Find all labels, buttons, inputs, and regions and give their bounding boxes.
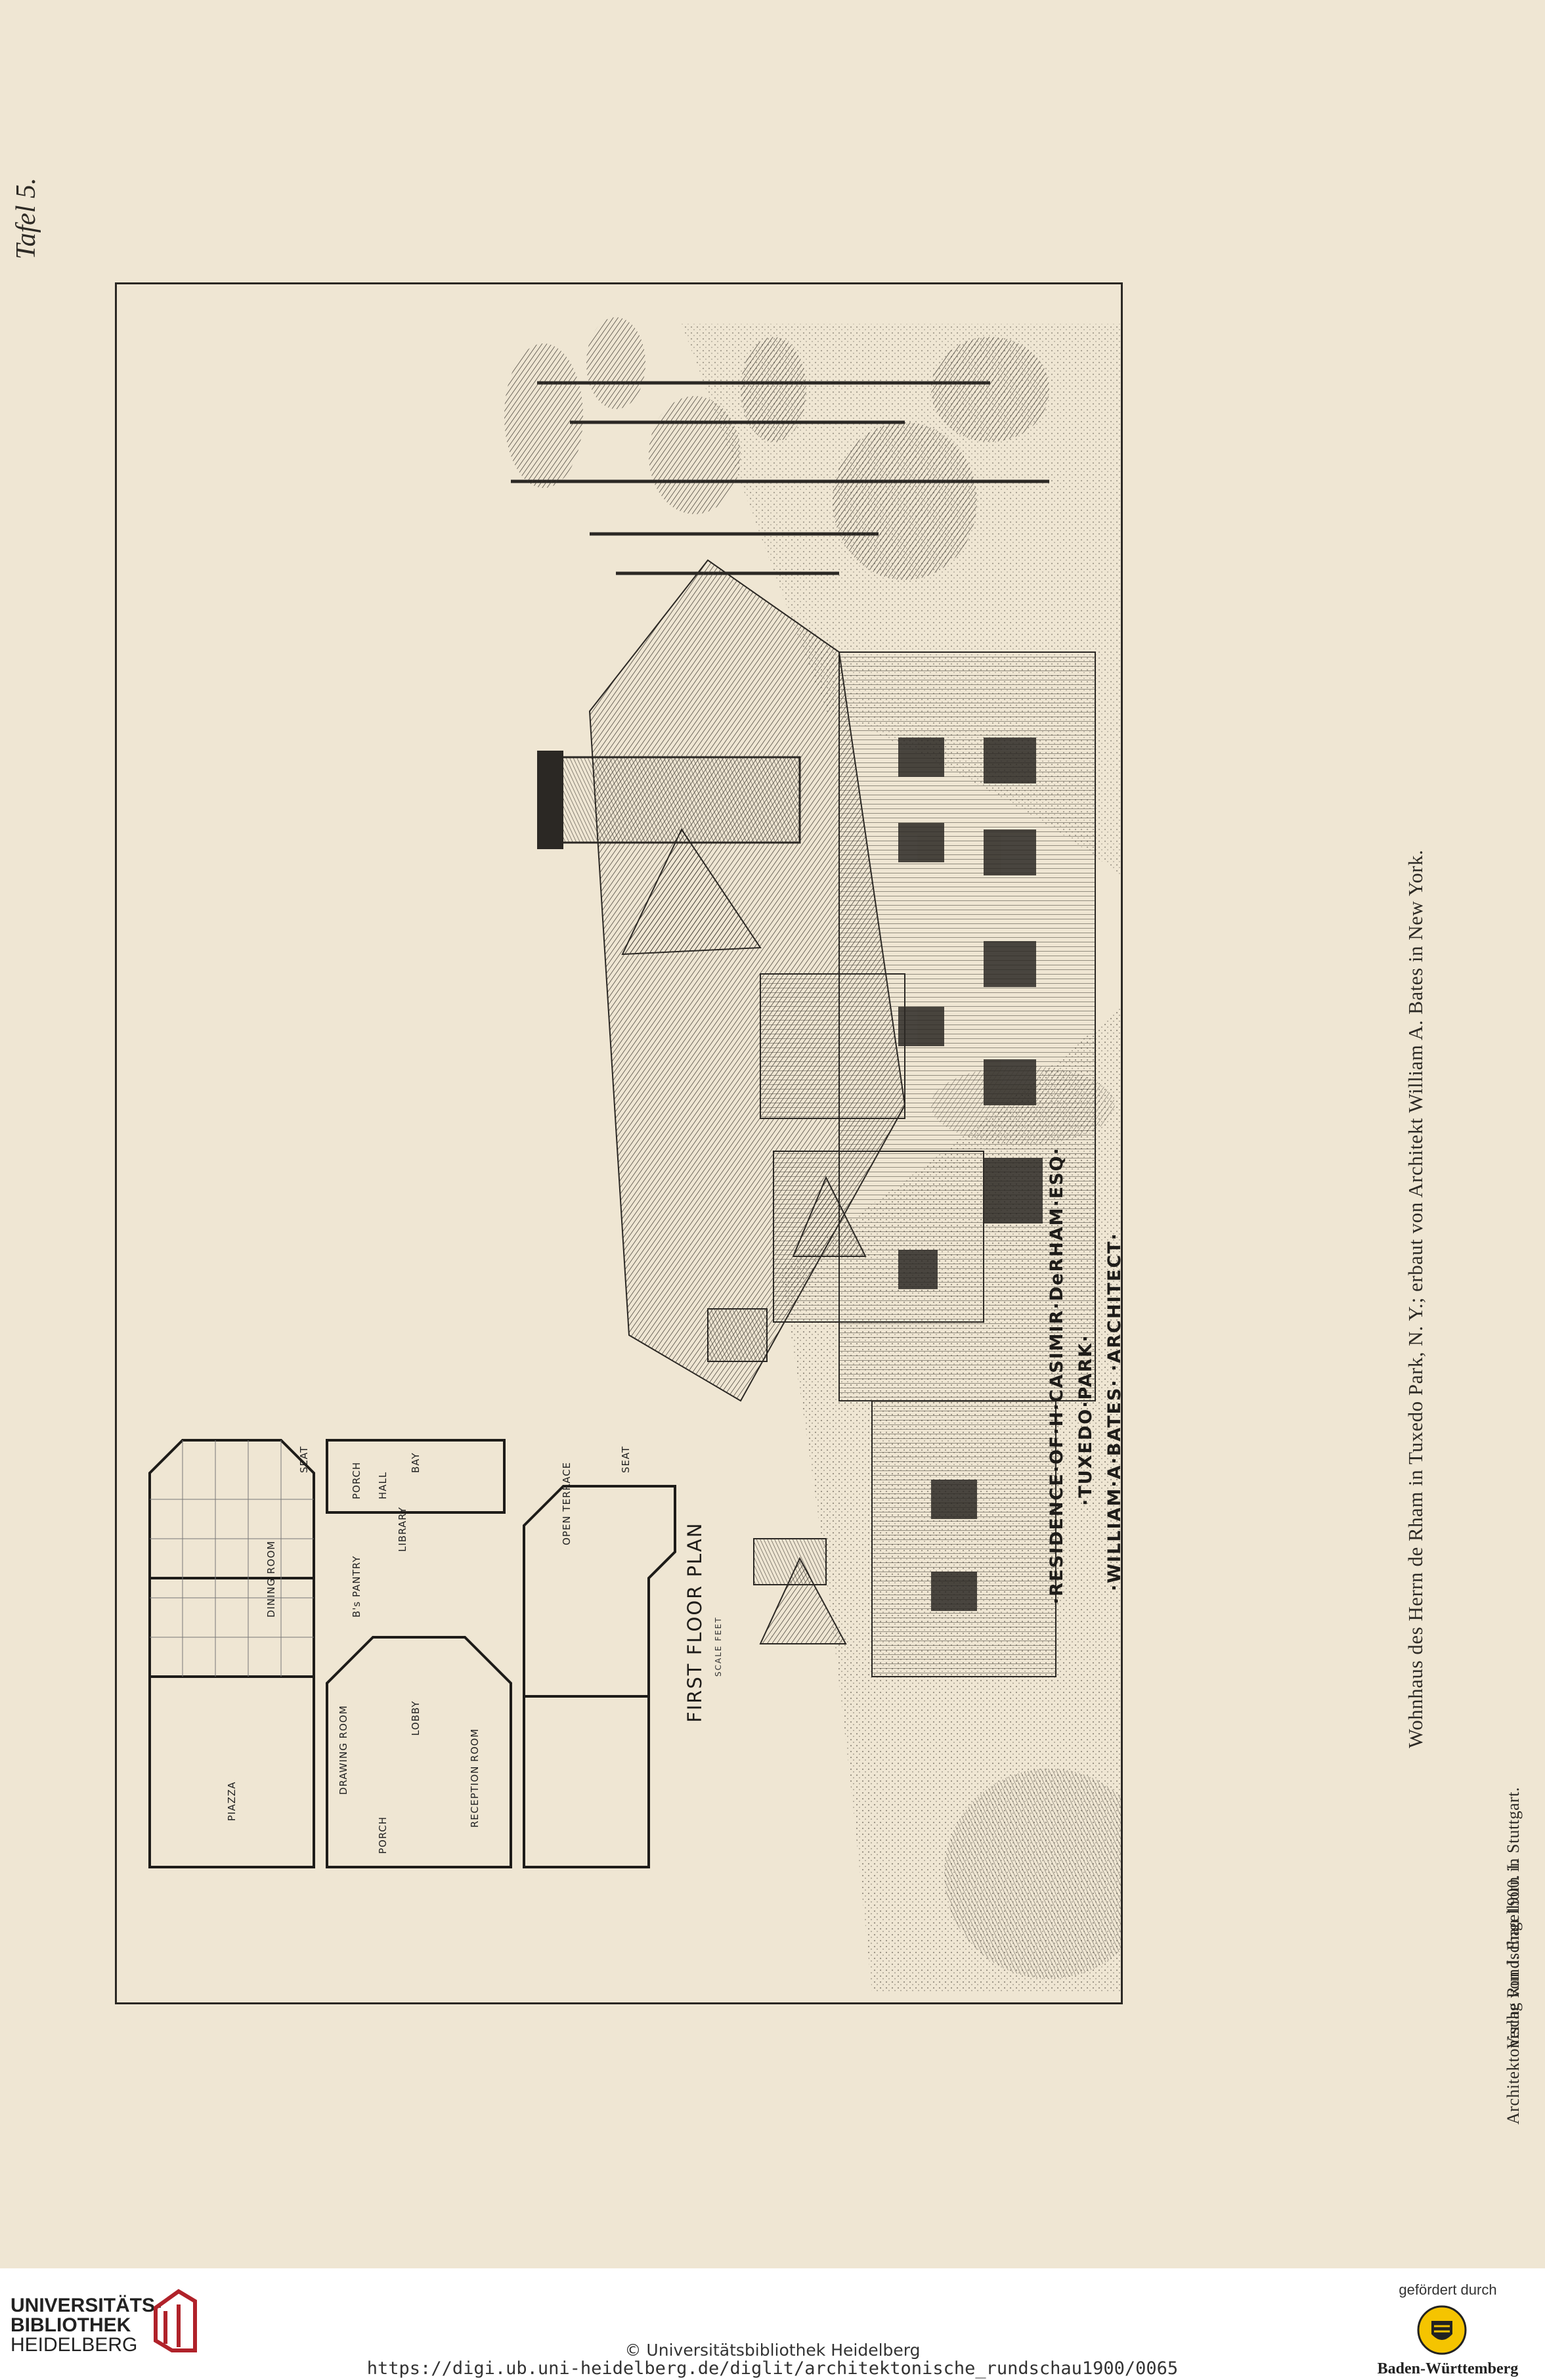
journal-reference: Architektonische Rundschau 1900. I. xyxy=(1504,1859,1523,2125)
residence-lettering: ·RESIDENCE·OF·H·CASIMIR·DeRHAM·ESQ· ·TUX… xyxy=(1047,1147,1125,1604)
plan-label-butlers-pantry: B's PANTRY xyxy=(351,1556,362,1618)
funded-by-label: gefördert durch xyxy=(1399,2281,1497,2298)
plan-label-seat-1: SEAT xyxy=(298,1446,310,1473)
library-name-line-3: HEIDELBERG xyxy=(11,2334,138,2356)
background-trees xyxy=(504,317,1049,580)
plate-number: Tafel 5. xyxy=(11,177,41,259)
plan-title: FIRST FLOOR PLAN xyxy=(684,1522,706,1723)
scanned-page: Tafel 5. Wohnhaus des Herrn de Rham in T… xyxy=(0,0,1545,2268)
plan-label-open-terrace: OPEN TERRACE xyxy=(561,1462,573,1545)
plan-label-porch-upper: PORCH xyxy=(351,1462,362,1499)
library-name-line-2: BIBLIOTHEK xyxy=(11,2314,131,2336)
plan-label-seat-2: SEAT xyxy=(620,1446,632,1473)
plan-label-reception-room: RECEPTION ROOM xyxy=(469,1729,481,1828)
plate-frame: PIAZZA DRAWING ROOM DINING ROOM LIBRARY … xyxy=(115,282,1154,2004)
first-floor-plan: PIAZZA DRAWING ROOM DINING ROOM LIBRARY … xyxy=(148,1439,723,1868)
residence-line-3: ·WILLIAM·A·BATES· ·ARCHITECT· xyxy=(1104,1232,1121,1591)
source-url-link[interactable]: https://digi.ub.uni-heidelberg.de/diglit… xyxy=(366,2358,1179,2379)
library-name-line-1: UNIVERSITÄTS- xyxy=(11,2295,162,2316)
plan-label-drawing-room: DRAWING ROOM xyxy=(337,1705,349,1795)
plan-label-piazza: PIAZZA xyxy=(226,1781,238,1821)
residence-line-1: ·RESIDENCE·OF·H·CASIMIR·DeRHAM·ESQ· xyxy=(1047,1147,1067,1604)
plan-label-bay: BAY xyxy=(410,1452,422,1473)
library-logo-icon xyxy=(154,2289,197,2352)
plan-label-hall: HALL xyxy=(377,1472,389,1499)
residence-line-2: ·TUXEDO·PARK· xyxy=(1076,1334,1096,1506)
library-logo-text: UNIVERSITÄTS- BIBLIOTHEK HEIDELBERG xyxy=(11,2296,162,2355)
plate-caption: Wohnhaus des Herrn de Rham in Tuxedo Par… xyxy=(1404,849,1427,1748)
funder-name: Baden-Württemberg xyxy=(1377,2360,1519,2377)
baden-wuerttemberg-seal-icon xyxy=(1417,2305,1467,2355)
footer-bar: UNIVERSITÄTS- BIBLIOTHEK HEIDELBERG © Un… xyxy=(0,2268,1545,2380)
plan-label-dining-room: DINING ROOM xyxy=(265,1541,277,1618)
house-elevation xyxy=(537,559,1154,1979)
plan-label-library: LIBRARY xyxy=(397,1507,408,1552)
plan-label-lobby: LOBBY xyxy=(410,1700,422,1736)
plan-scale: SCALE FEET xyxy=(714,1616,723,1677)
copyright-notice: © Universitätsbibliothek Heidelberg xyxy=(624,2341,921,2360)
plan-label-porch-lower: PORCH xyxy=(377,1817,389,1854)
architectural-drawing: PIAZZA DRAWING ROOM DINING ROOM LIBRARY … xyxy=(148,317,1154,1992)
